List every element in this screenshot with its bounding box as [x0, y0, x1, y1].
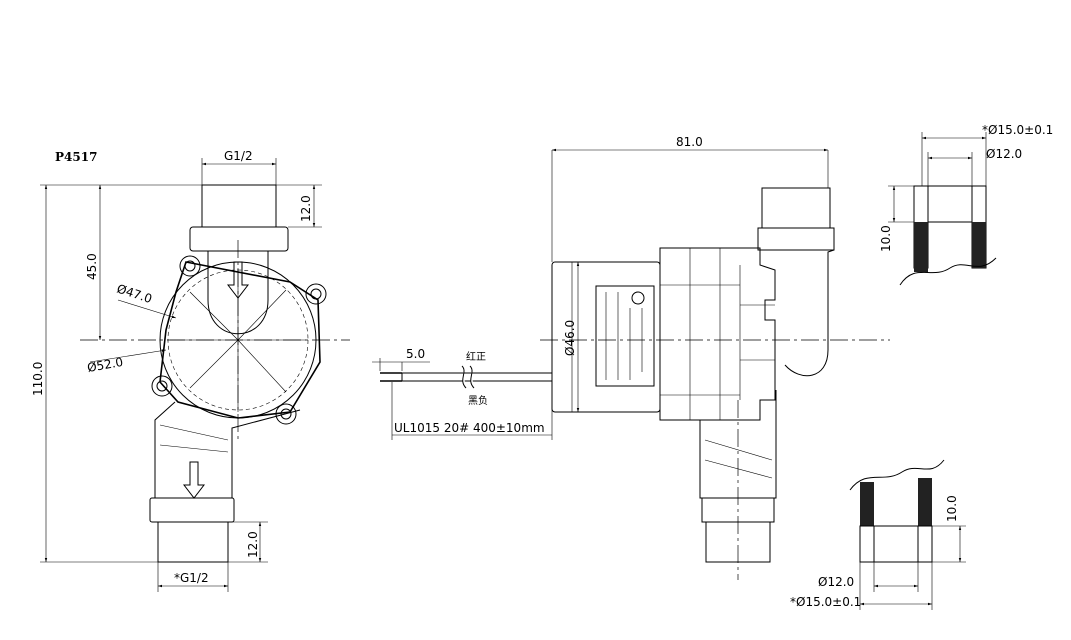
side-view [540, 187, 890, 580]
side-dimensions: 81.0 Ø46.0 [551, 135, 829, 412]
top-nut [189, 226, 289, 252]
detail-top-inner-diameter: Ø12.0 [986, 147, 1022, 161]
detail-top: *Ø15.0±0.1 Ø12.0 10.0 [879, 123, 1053, 286]
bottom-thread-length: 12.0 [246, 531, 260, 558]
cable: 红正 黑负 5.0 UL1015 20# 400±10mm [372, 347, 553, 440]
front-view [80, 184, 350, 563]
detail-bottom-inner-diameter: Ø12.0 [818, 575, 854, 589]
bottom-thread-label: *G1/2 [174, 571, 209, 585]
strip-length: 5.0 [406, 347, 425, 361]
overall-height: 110.0 [31, 362, 45, 396]
top-thread-length: 12.0 [299, 195, 313, 222]
housing-diameter-outer: Ø52.0 [86, 355, 124, 375]
top-thread [201, 184, 277, 228]
logo-icon [631, 291, 645, 305]
detail-bottom: 10.0 Ø12.0 *Ø15.0±0.1 [790, 459, 966, 610]
flow-arrow-icon [226, 261, 250, 299]
top-thread-label: G1/2 [224, 149, 253, 163]
overall-length: 81.0 [676, 135, 703, 149]
bottom-thread [157, 521, 229, 563]
detail-bottom-thread-depth: 10.0 [945, 495, 959, 522]
model-code: P4517 [55, 150, 97, 164]
red-wire-label: 红正 [466, 350, 486, 363]
detail-top-thread-depth: 10.0 [879, 225, 893, 252]
black-wire-label: 黑负 [468, 394, 488, 407]
bottom-nut [149, 497, 235, 523]
detail-top-outer-diameter: *Ø15.0±0.1 [982, 123, 1053, 137]
cable-spec: UL1015 20# 400±10mm [394, 421, 545, 435]
top-offset: 45.0 [85, 253, 99, 280]
front-dimensions: G1/2 12.0 45.0 110.0 Ø47.0 Ø52.0 12.0 *G… [31, 149, 322, 592]
label-plate [595, 285, 655, 387]
detail-bottom-outer-diameter: *Ø15.0±0.1 [790, 595, 861, 609]
outlet-thread [761, 187, 831, 229]
flow-arrow-down-icon [182, 461, 206, 499]
motor-diameter: Ø46.0 [563, 320, 577, 356]
housing-diameter-inner: Ø47.0 [115, 282, 154, 306]
mounting-boss [151, 255, 327, 425]
